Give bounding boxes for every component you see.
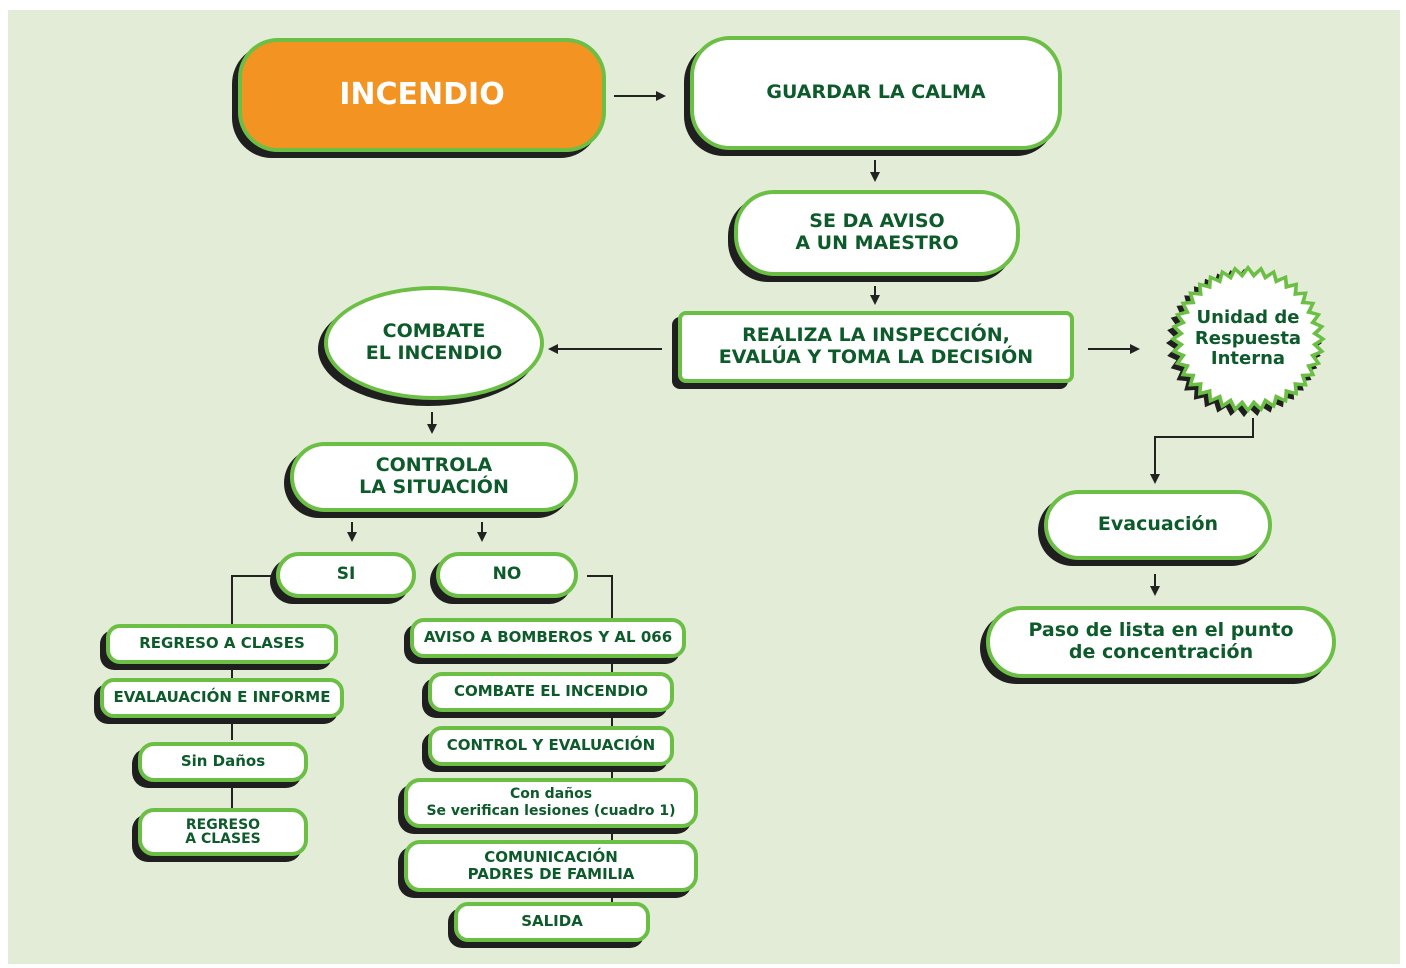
unidad-respuesta-node: Unidad de Respuesta Interna: [1164, 260, 1332, 418]
incendio-node: INCENDIO: [238, 38, 606, 152]
control-evaluacion-node: CONTROL Y EVALUACIÓN: [428, 726, 674, 766]
line-si-branch: [231, 575, 274, 630]
starburst-shape: [1166, 264, 1326, 418]
comunicacion-padres-node: COMUNICACIÓN PADRES DE FAMILIA: [404, 840, 698, 892]
diagram-background: [8, 10, 1400, 964]
unidad-respuesta-label: Unidad de Respuesta Interna: [1194, 306, 1302, 370]
si-node: SI: [276, 552, 416, 598]
combate-node: COMBATE EL INCENDIO: [324, 286, 544, 400]
evacuacion-node: Evacuación: [1044, 490, 1272, 560]
starburst-fill: [1176, 270, 1320, 408]
no-node: NO: [436, 552, 578, 598]
aviso-bomberos-node: AVISO A BOMBEROS Y AL 066: [410, 618, 686, 658]
line-unidad-to-evacuacion: [1150, 418, 1254, 484]
salida-node: SALIDA: [454, 902, 650, 942]
combate-incendio-2-node: COMBATE EL INCENDIO: [428, 672, 674, 712]
inspeccion-node: REALIZA LA INSPECCIÓN, EVALÚA Y TOMA LA …: [678, 311, 1074, 383]
guardar-calma-node: GUARDAR LA CALMA: [690, 36, 1062, 150]
con-danos-node: Con daños Se verifican lesiones (cuadro …: [404, 778, 698, 828]
regreso-clases-1-node: REGRESO A CLASES: [106, 624, 338, 664]
aviso-maestro-node: SE DA AVISO A UN MAESTRO: [734, 190, 1020, 276]
paso-lista-node: Paso de lista en el punto de concentraci…: [986, 606, 1336, 678]
sin-danos-node: Sin Daños: [138, 742, 308, 782]
regreso-clases-2-node: REGRESO A CLASES: [138, 808, 308, 856]
evaluacion-informe-node: EVALAUACIÓN E INFORME: [100, 678, 344, 718]
controla-node: CONTROLA LA SITUACIÓN: [290, 442, 578, 512]
